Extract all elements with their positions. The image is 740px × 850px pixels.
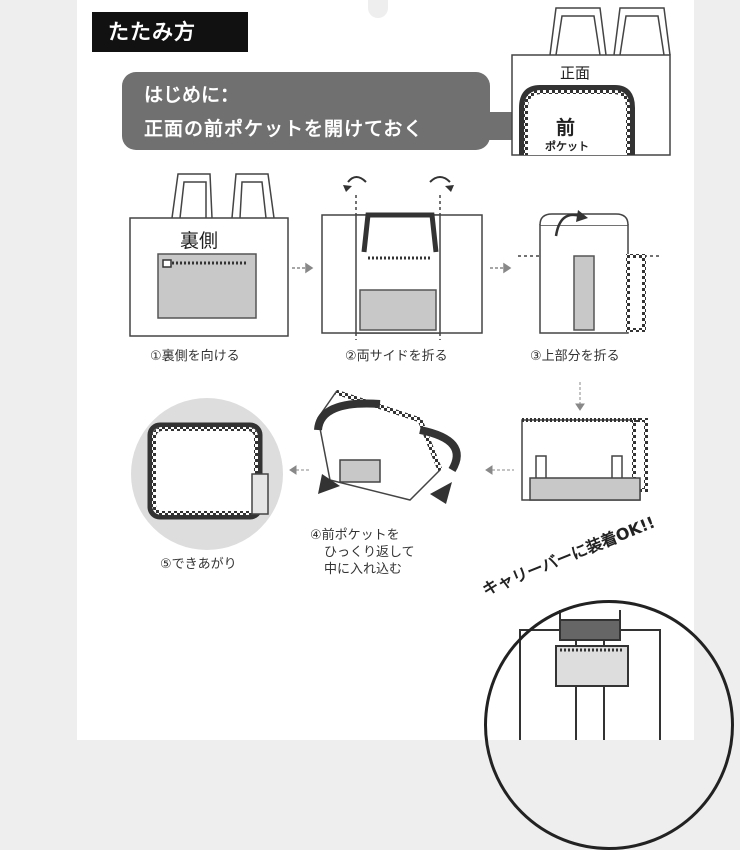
arrow-icon xyxy=(289,465,297,475)
page-title: たたみ方 xyxy=(92,12,248,52)
fold-arrow-icon xyxy=(576,210,588,222)
step4-line-2: ひっくり返して xyxy=(324,545,415,560)
flip-arrow-icon xyxy=(318,474,340,494)
arrow-icon xyxy=(305,262,314,274)
step1-caption: ①裏側を向ける xyxy=(150,349,240,364)
step1-bag-illustration xyxy=(129,173,289,337)
intro-line-1: はじめに： xyxy=(144,84,240,106)
intro-line-2: 正面の前ポケットを開けておく xyxy=(144,118,424,140)
arrow-icon xyxy=(485,465,493,475)
flip-arrow-icon xyxy=(430,482,452,504)
arrow-icon xyxy=(503,262,512,274)
carry-circle xyxy=(484,600,734,850)
arrow-icon xyxy=(575,403,585,411)
step4-bag-illustration xyxy=(314,389,461,501)
rotate-arrow-icon xyxy=(445,185,454,192)
step5-bag-illustration xyxy=(147,422,269,520)
pocket-label-big: 前 xyxy=(556,116,575,139)
step1-label: 裏側 xyxy=(180,230,218,252)
step3-bag-illustration xyxy=(518,213,660,334)
step3-caption: ③上部分を折る xyxy=(530,349,620,364)
step4-line-3: 中に入れ込む xyxy=(324,562,403,577)
step4-line-1: ④前ポケットを xyxy=(310,528,400,543)
hang-hole xyxy=(368,0,388,18)
folded-bag-illustration xyxy=(521,418,648,501)
pocket-label-small: ポケット xyxy=(545,139,589,153)
intro-banner: はじめに： 正面の前ポケットを開けておく xyxy=(122,72,490,150)
step2-bag-illustration xyxy=(321,176,483,340)
rotate-arrow-icon xyxy=(343,185,352,192)
step4-caption: ④前ポケットを ひっくり返して 中に入れ込む xyxy=(310,527,415,578)
front-label: 正面 xyxy=(560,64,590,82)
step5-caption: ⑤できあがり xyxy=(160,557,237,572)
front-bag-illustration xyxy=(511,7,671,156)
step2-caption: ②両サイドを折る xyxy=(345,349,448,364)
